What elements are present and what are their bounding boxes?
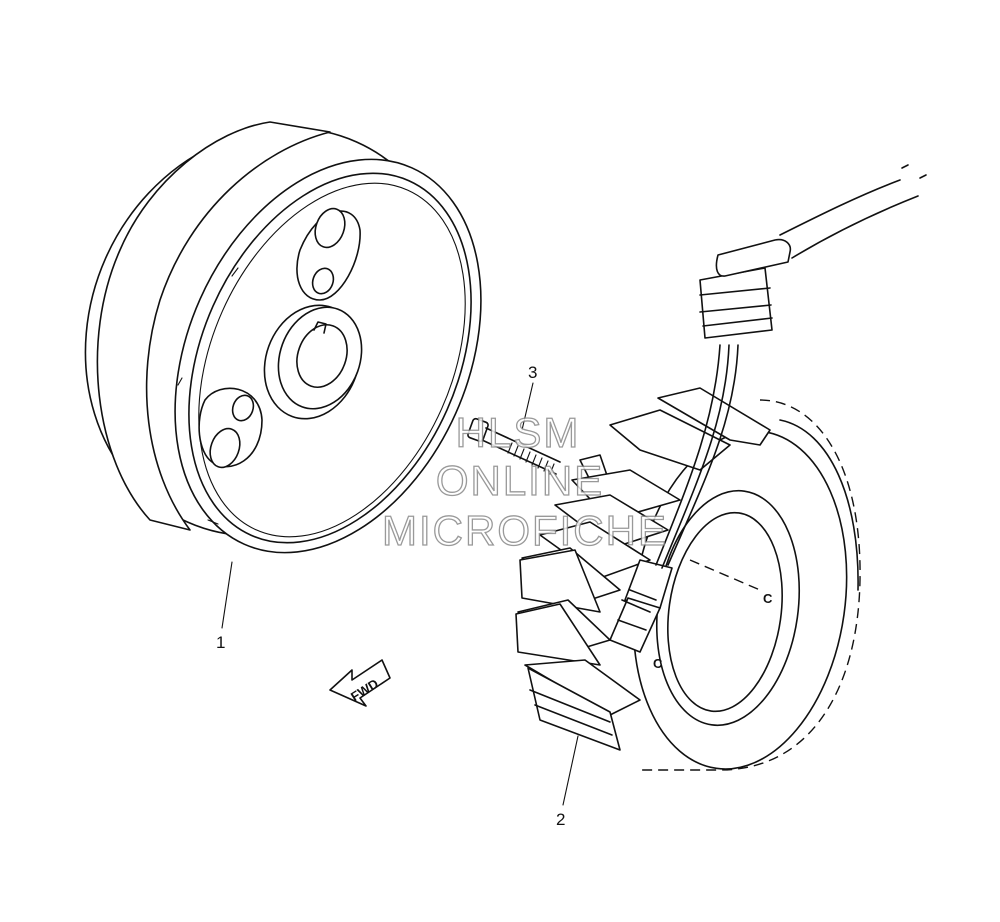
watermark: HLSM ONLINE MICROFICHE [381,408,668,554]
callout-3[interactable]: 3 [528,363,537,382]
leader-line-3 [521,382,534,431]
wire-harness[interactable] [655,164,927,569]
stator-assembly[interactable]: C C [515,387,868,783]
watermark-line-1: HLSM [456,409,581,456]
fwd-arrow-icon: FWD [329,659,391,707]
watermark-line-2: ONLINE [436,457,604,504]
mark-c-lower: C [653,656,663,671]
watermark-line-3: MICROFICHE [382,507,668,554]
screw[interactable] [467,417,561,475]
leader-line-2 [562,735,579,806]
leader-line-1 [221,561,233,629]
callout-2[interactable]: 2 [556,810,565,829]
callout-1[interactable]: 1 [216,633,225,652]
mark-c-upper: C [763,591,773,606]
flywheel-rotor[interactable] [21,68,540,601]
